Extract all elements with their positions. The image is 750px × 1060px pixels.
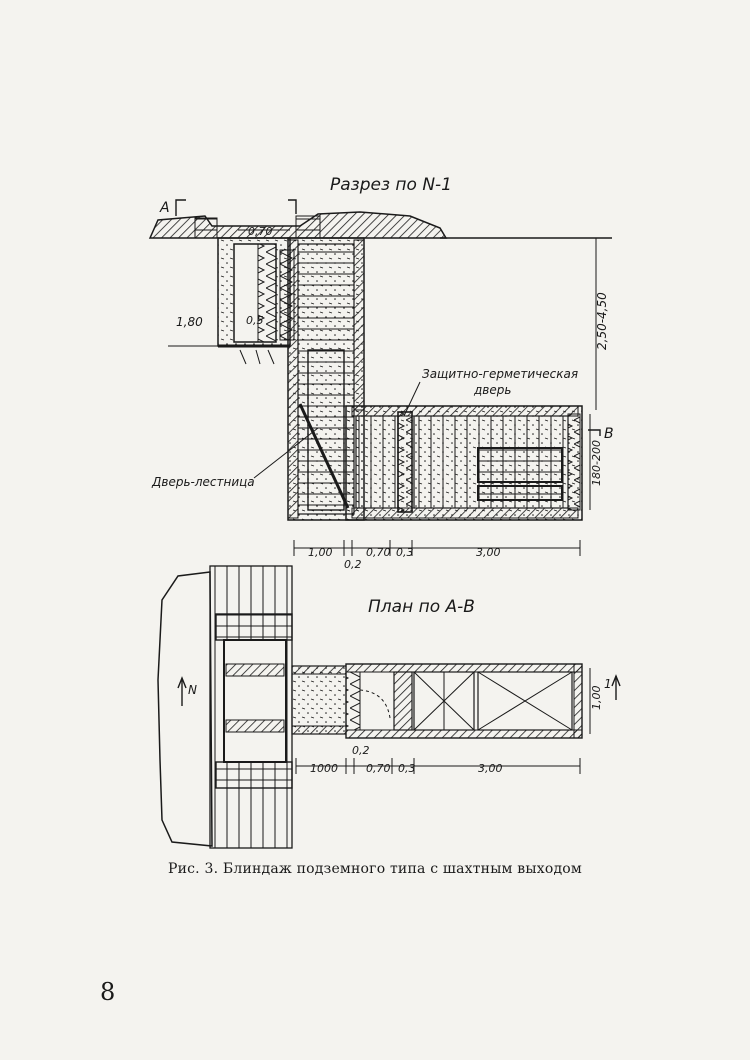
plan-hermetic-door — [393, 671, 413, 731]
label-door-hermetic-2: дверь — [473, 383, 511, 397]
label-door-hermetic-1: Защитно-герметическая — [422, 367, 578, 381]
plan-vestibule-door — [345, 671, 361, 731]
dim-bottom-1: 1,00 — [308, 546, 333, 559]
plan-title: План по А-В — [368, 597, 475, 617]
mound-cap-right — [295, 215, 321, 239]
mound-cap-left — [194, 217, 218, 239]
plan-chamber-wall-right — [573, 663, 583, 739]
soil-mound — [148, 211, 448, 239]
chamber-end-wall — [567, 413, 581, 511]
plan-shaft-post-top — [225, 663, 285, 677]
plan-bunk-2-cross — [477, 671, 573, 731]
leader-hermetic — [403, 381, 421, 417]
section-view: Разрез по N-1 А 0,70 1,80 0,5 — [148, 175, 614, 571]
plan-marker-arrow-icon — [611, 674, 621, 687]
section-marker-b: В — [604, 426, 614, 442]
plan-dim-width: 1,00 — [590, 686, 603, 711]
dim-bottom-4: 3,00 — [476, 546, 501, 559]
plan-dim-bottom-small: 0,2 — [352, 744, 370, 757]
plan-shaft-post-bottom — [225, 719, 285, 733]
dim-bottom-2: 0,70 — [366, 546, 391, 559]
section-marker-a: А — [159, 200, 170, 216]
main-shaft-zig — [279, 249, 295, 341]
north-arrow-head-icon — [177, 676, 187, 689]
plan-trench-frame-top — [215, 613, 293, 641]
bench-upper — [477, 447, 563, 483]
main-shaft-wall-right — [353, 239, 365, 411]
plan-bunk-2 — [477, 671, 573, 731]
figure-caption: Рис. 3. Блиндаж подземного типа с шахтны… — [167, 861, 582, 877]
chamber-roof — [351, 405, 579, 417]
plan-view: План по А-В N 1,00 1 — [157, 565, 621, 849]
plan-dim-bottom-ticks — [295, 758, 581, 774]
drain-marks — [239, 349, 275, 365]
dim-bottom-3: 0,3 — [396, 546, 414, 559]
page-number: 8 — [100, 978, 116, 1006]
marker-b-flag — [588, 429, 601, 436]
plan-trench-frame-bottom — [215, 761, 293, 789]
plan-bunk-1-cross — [413, 671, 475, 731]
bench-lower — [477, 485, 563, 501]
plan-marker-right: 1 — [604, 677, 612, 691]
dim-top-width: 0,70 — [248, 225, 273, 238]
section-title: Разрез по N-1 — [330, 175, 452, 195]
shaft-well-wall — [257, 243, 277, 343]
plan-passage-wall-top — [291, 665, 349, 675]
dim-bottom-small: 0,2 — [344, 558, 362, 571]
plan-chamber — [345, 663, 583, 739]
chamber-floor — [351, 507, 579, 519]
dim-inner: 0,5 — [246, 314, 264, 327]
vestibule — [355, 415, 399, 509]
plan-north: N — [188, 683, 197, 697]
plan-soil-mass — [157, 571, 213, 847]
hermetic-door — [397, 411, 413, 513]
marker-a-flag-right — [288, 199, 297, 214]
plan-dim-bottom-3: 0,3 — [398, 762, 416, 775]
ladder — [307, 349, 345, 511]
ladder-door-diagonal — [298, 403, 350, 509]
plan-passage — [291, 665, 349, 735]
plan-shaft-top — [223, 639, 287, 763]
dim-depth-left: 1,80 — [176, 315, 203, 329]
dim-height-right: 180-200 — [590, 440, 603, 486]
plan-chamber-wall-bottom — [345, 729, 583, 739]
plan-passage-wall-bottom — [291, 725, 349, 735]
marker-a-flag — [175, 199, 186, 216]
dim-bottom-ticks — [293, 540, 581, 556]
plan-chamber-wall-top — [345, 663, 583, 673]
dim-depth-right: 2,50-4,50 — [595, 292, 609, 350]
plan-dim-bottom-1: 1000 — [310, 762, 338, 775]
leader-ladder — [253, 427, 319, 479]
plan-dim-bottom-2: 0,70 — [366, 762, 391, 775]
label-door-ladder: Дверь-лестница — [151, 475, 255, 489]
plan-dim-bottom-4: 3,00 — [478, 762, 503, 775]
